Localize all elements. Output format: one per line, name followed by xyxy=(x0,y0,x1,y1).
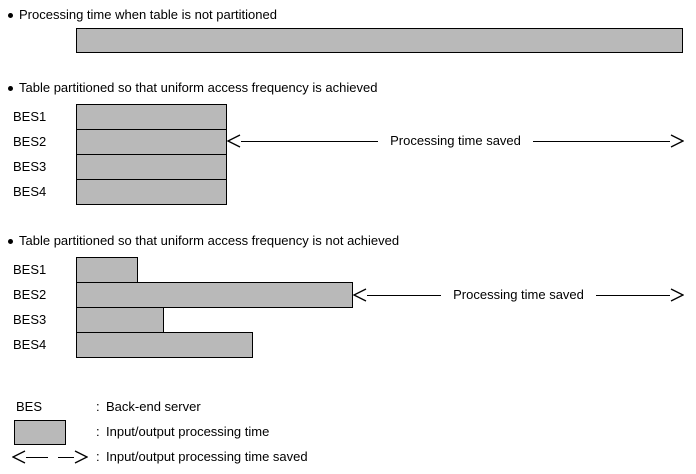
nonuniform-bar-bes3 xyxy=(76,307,164,333)
arrow-line xyxy=(595,294,670,296)
uniform-bar-bes4 xyxy=(76,179,227,205)
saved-arrow-label: Processing time saved xyxy=(390,133,521,148)
bes-label: BES4 xyxy=(13,337,47,352)
bes-label: BES1 xyxy=(13,262,47,277)
nonuniform-bar-bes2 xyxy=(76,282,353,308)
unpartitioned-processing-bar xyxy=(76,28,683,53)
legend-saved-description: Input/output processing time saved xyxy=(106,449,308,464)
uniform-saved-arrow: Processing time saved xyxy=(227,133,684,149)
section-2-title: Table partitioned so that uniform access… xyxy=(8,81,377,95)
bullet-dot-icon xyxy=(8,85,13,91)
arrow-left-icon xyxy=(227,134,241,148)
arrow-left-icon xyxy=(353,288,367,302)
section-1-title: Processing time when table is not partit… xyxy=(8,8,277,22)
arrow-right-icon xyxy=(74,450,88,464)
uniform-bar-bes2 xyxy=(76,129,227,155)
nonuniform-saved-arrow: Processing time saved xyxy=(353,287,684,303)
arrow-line xyxy=(58,456,74,458)
legend-io-time-description: Input/output processing time xyxy=(106,424,270,439)
arrow-right-icon xyxy=(670,134,684,148)
arrow-line xyxy=(26,456,48,458)
nonuniform-bars-group xyxy=(76,257,353,358)
bes-label: BES2 xyxy=(13,134,47,149)
bes-label: BES3 xyxy=(13,159,47,174)
section-3-title: Table partitioned so that uniform access… xyxy=(8,234,399,248)
arrow-left-icon xyxy=(12,450,26,464)
legend-bes-term: BES xyxy=(16,399,43,414)
bullet-dot-icon xyxy=(8,12,13,18)
io-time-swatch-icon xyxy=(14,420,66,445)
section-3-title-text: Table partitioned so that uniform access… xyxy=(19,233,400,248)
bes-label: BES4 xyxy=(13,184,47,199)
bes-label: BES3 xyxy=(13,312,47,327)
legend-colon: : xyxy=(96,424,100,439)
bes-label: BES1 xyxy=(13,109,47,124)
legend-bes-description: Back-end server xyxy=(106,399,201,414)
arrow-right-icon xyxy=(670,288,684,302)
uniform-bar-bes3 xyxy=(76,154,227,180)
uniform-bars-group xyxy=(76,104,227,205)
nonuniform-bar-bes4 xyxy=(76,332,253,358)
arrow-line xyxy=(241,140,379,142)
section-2-title-text: Table partitioned so that uniform access… xyxy=(19,80,378,95)
arrow-line xyxy=(367,294,442,296)
nonuniform-bar-bes1 xyxy=(76,257,138,283)
arrow-line xyxy=(532,140,670,142)
bes-label: BES2 xyxy=(13,287,47,302)
saved-arrow-label: Processing time saved xyxy=(453,287,584,302)
uniform-bar-bes1 xyxy=(76,104,227,130)
bullet-dot-icon xyxy=(8,238,13,244)
legend-colon: : xyxy=(96,449,100,464)
section-1-title-text: Processing time when table is not partit… xyxy=(19,7,277,22)
double-arrow-icon xyxy=(12,449,88,465)
legend-colon: : xyxy=(96,399,100,414)
